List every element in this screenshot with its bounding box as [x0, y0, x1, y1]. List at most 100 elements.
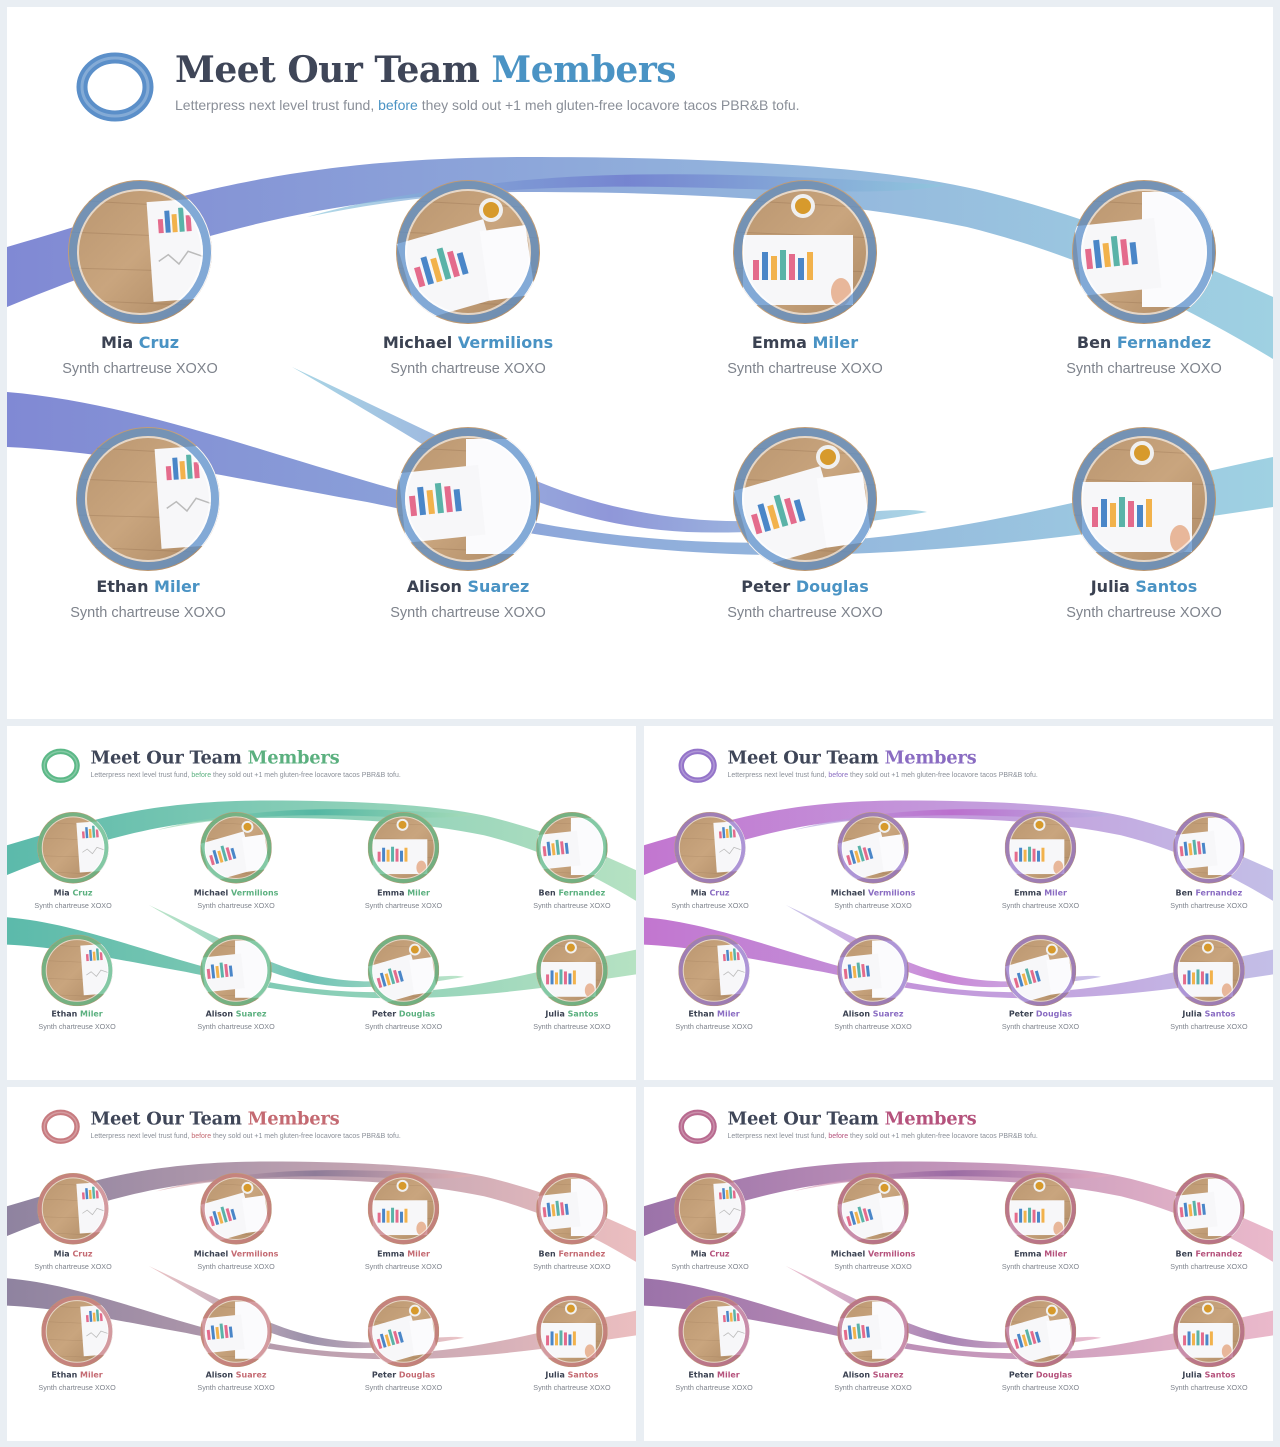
member-role: Synth chartreuse XOXO — [1066, 605, 1222, 621]
member-name: Michael Vermilions — [830, 1248, 916, 1259]
member-name: Ethan Miler — [96, 577, 200, 596]
member-role: Synth chartreuse XOXO — [1001, 1262, 1080, 1271]
member-role: Synth chartreuse XOXO — [364, 1023, 443, 1032]
member-role: Synth chartreuse XOXO — [197, 901, 275, 910]
member-photo — [536, 811, 608, 884]
slide-green: Meet Our Team Members Letterpress next l… — [7, 726, 636, 1080]
member-photo — [1072, 180, 1216, 324]
member-role: Synth chartreuse XOXO — [38, 1023, 116, 1032]
member-photo — [1004, 1172, 1077, 1245]
slide-content: Meet Our Team Members Letterpress next l… — [7, 1087, 636, 1441]
member-role: Synth chartreuse XOXO — [390, 605, 546, 621]
slide-title: Meet Our Team Members — [90, 1107, 340, 1129]
member-photo — [733, 180, 877, 324]
member-role: Synth chartreuse XOXO — [34, 901, 112, 910]
member-photo — [37, 811, 109, 884]
member-name: Julia Santos — [1182, 1370, 1236, 1380]
member-name: Julia Santos — [1090, 577, 1198, 596]
member-name: Ben Fernandez — [1175, 887, 1243, 898]
member-name: Alison Suarez — [842, 1009, 904, 1019]
member-name: Peter Douglas — [741, 577, 869, 596]
logo-ring-icon — [41, 1109, 80, 1144]
member-name: Mia Cruz — [100, 333, 180, 352]
slide-title: Meet Our Team Members — [175, 49, 677, 91]
member-photo — [536, 934, 608, 1007]
slide-blue: Meet Our Team Members Letterpress next l… — [7, 7, 1273, 719]
member-role: Synth chartreuse XOXO — [364, 1384, 443, 1393]
member-role: Synth chartreuse XOXO — [834, 1023, 912, 1032]
member-photo — [41, 1295, 113, 1368]
member-role: Synth chartreuse XOXO — [390, 361, 546, 377]
member-role: Synth chartreuse XOXO — [364, 901, 443, 910]
member-name: Julia Santos — [545, 1009, 599, 1019]
member-photo — [1072, 427, 1216, 571]
member-name: Ben Fernandez — [538, 1248, 606, 1259]
member-role: Synth chartreuse XOXO — [1001, 1023, 1080, 1032]
member-name: Alison Suarez — [406, 577, 530, 596]
slide-content: Meet Our Team Members Letterpress next l… — [644, 726, 1273, 1080]
slide-content: Meet Our Team Members Letterpress next l… — [7, 726, 636, 1080]
member-name: Michael Vermilions — [382, 333, 554, 352]
member-name: Ethan Miler — [51, 1370, 103, 1380]
slide-title: Meet Our Team Members — [727, 1107, 977, 1129]
slide-subtitle: Letterpress next level trust fund, befor… — [90, 770, 401, 779]
member-photo — [837, 1295, 909, 1368]
member-name: Mia Cruz — [690, 1248, 730, 1259]
member-role: Synth chartreuse XOXO — [1001, 1384, 1080, 1393]
member-role: Synth chartreuse XOXO — [727, 361, 883, 377]
member-role: Synth chartreuse XOXO — [675, 1023, 753, 1032]
member-name: Peter Douglas — [371, 1370, 436, 1380]
member-name: Julia Santos — [545, 1370, 599, 1380]
slide-subtitle: Letterpress next level trust fund, befor… — [90, 1131, 401, 1140]
member-photo — [200, 934, 272, 1007]
logo-ring-icon — [678, 1109, 717, 1144]
member-role: Synth chartreuse XOXO — [834, 1262, 912, 1271]
member-photo — [1004, 811, 1077, 884]
member-name: Alison Suarez — [205, 1370, 267, 1380]
logo-ring-icon — [41, 748, 80, 783]
member-photo — [1004, 934, 1077, 1007]
slide-content: Meet Our Team Members Letterpress next l… — [644, 1087, 1273, 1441]
slide-purple: Meet Our Team Members Letterpress next l… — [644, 726, 1273, 1080]
member-role: Synth chartreuse XOXO — [675, 1384, 753, 1393]
member-role: Synth chartreuse XOXO — [533, 1262, 611, 1271]
member-role: Synth chartreuse XOXO — [38, 1384, 116, 1393]
member-photo — [678, 1295, 750, 1368]
member-role: Synth chartreuse XOXO — [364, 1262, 443, 1271]
member-name: Mia Cruz — [53, 887, 93, 898]
member-name: Alison Suarez — [205, 1009, 267, 1019]
member-role: Synth chartreuse XOXO — [1170, 1023, 1248, 1032]
member-photo — [674, 1172, 746, 1245]
member-name: Peter Douglas — [371, 1009, 436, 1019]
member-photo — [733, 427, 877, 571]
slide-rose: Meet Our Team Members Letterpress next l… — [7, 1087, 636, 1441]
member-photo — [76, 427, 220, 571]
member-photo — [200, 811, 272, 884]
member-photo — [536, 1295, 608, 1368]
member-name: Ben Fernandez — [1076, 333, 1212, 352]
member-name: Ben Fernandez — [1175, 1248, 1243, 1259]
slide-subtitle: Letterpress next level trust fund, befor… — [727, 1131, 1038, 1140]
member-role: Synth chartreuse XOXO — [671, 901, 749, 910]
member-photo — [837, 934, 909, 1007]
member-name: Ben Fernandez — [538, 887, 606, 898]
member-role: Synth chartreuse XOXO — [834, 901, 912, 910]
member-name: Alison Suarez — [842, 1370, 904, 1380]
member-photo — [678, 934, 750, 1007]
member-role: Synth chartreuse XOXO — [1066, 361, 1222, 377]
member-role: Synth chartreuse XOXO — [533, 1023, 611, 1032]
member-photo — [396, 180, 540, 324]
member-role: Synth chartreuse XOXO — [533, 1384, 611, 1393]
slide-title: Meet Our Team Members — [90, 746, 340, 768]
member-photo — [396, 427, 540, 571]
member-name: Michael Vermilions — [193, 1248, 279, 1259]
member-name: Mia Cruz — [690, 887, 730, 898]
member-name: Emma Miler — [751, 333, 859, 352]
member-name: Mia Cruz — [53, 1248, 93, 1259]
member-photo — [1173, 1295, 1245, 1368]
member-photo — [1173, 934, 1245, 1007]
member-photo — [367, 1172, 440, 1245]
member-photo — [1173, 811, 1245, 884]
member-photo — [367, 811, 440, 884]
member-name: Michael Vermilions — [830, 887, 916, 898]
